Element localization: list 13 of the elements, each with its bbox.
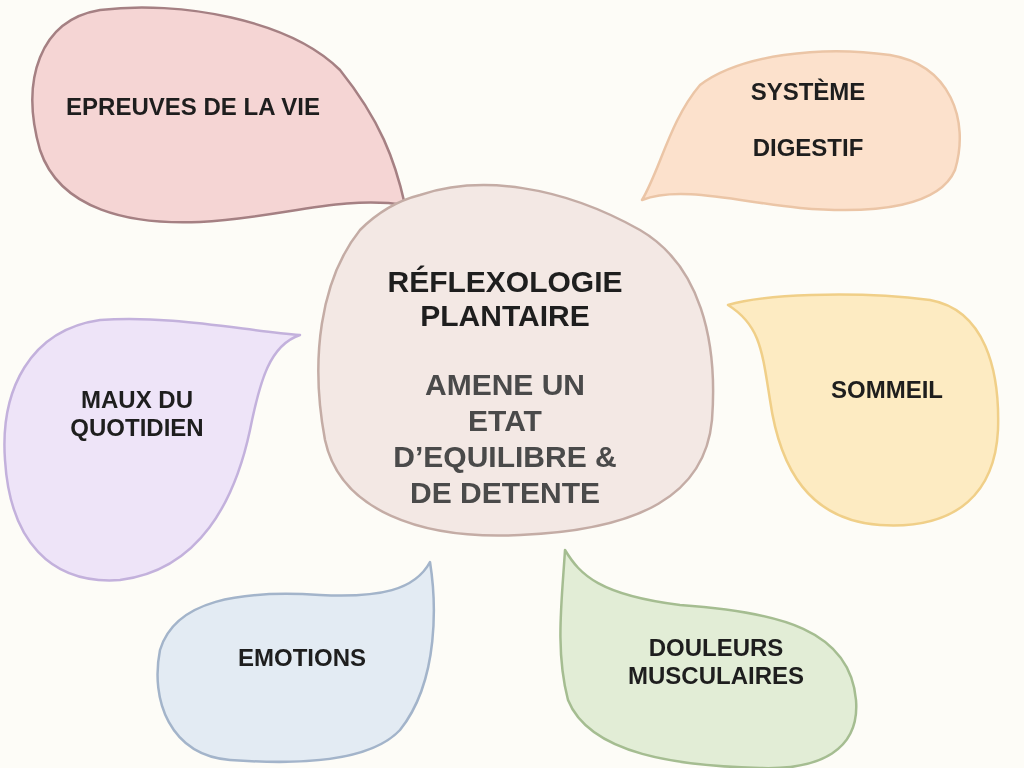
petal-bubble [560,548,859,768]
topic-label: EPREUVES DE LA VIE [65,93,321,121]
topic-label: SYSTÈME DIGESTIF [749,77,867,163]
topic-label: DOULEURS MUSCULAIRES [627,634,805,690]
central-bubble [316,182,716,540]
topic-label: SOMMEIL [830,376,944,404]
petal-bubble [2,316,302,584]
central-title: RÉFLEXOLOGIE PLANTAIRE [386,265,624,333]
topic-label: EMOTIONS [237,644,367,672]
central-subtitle: AMENE UN ETAT D’EQUILIBRE & DE DETENTE [392,367,618,511]
topic-label: MAUX DU QUOTIDIEN [69,386,205,442]
petal-bubble [726,293,1001,529]
petal-bubble [155,560,438,765]
